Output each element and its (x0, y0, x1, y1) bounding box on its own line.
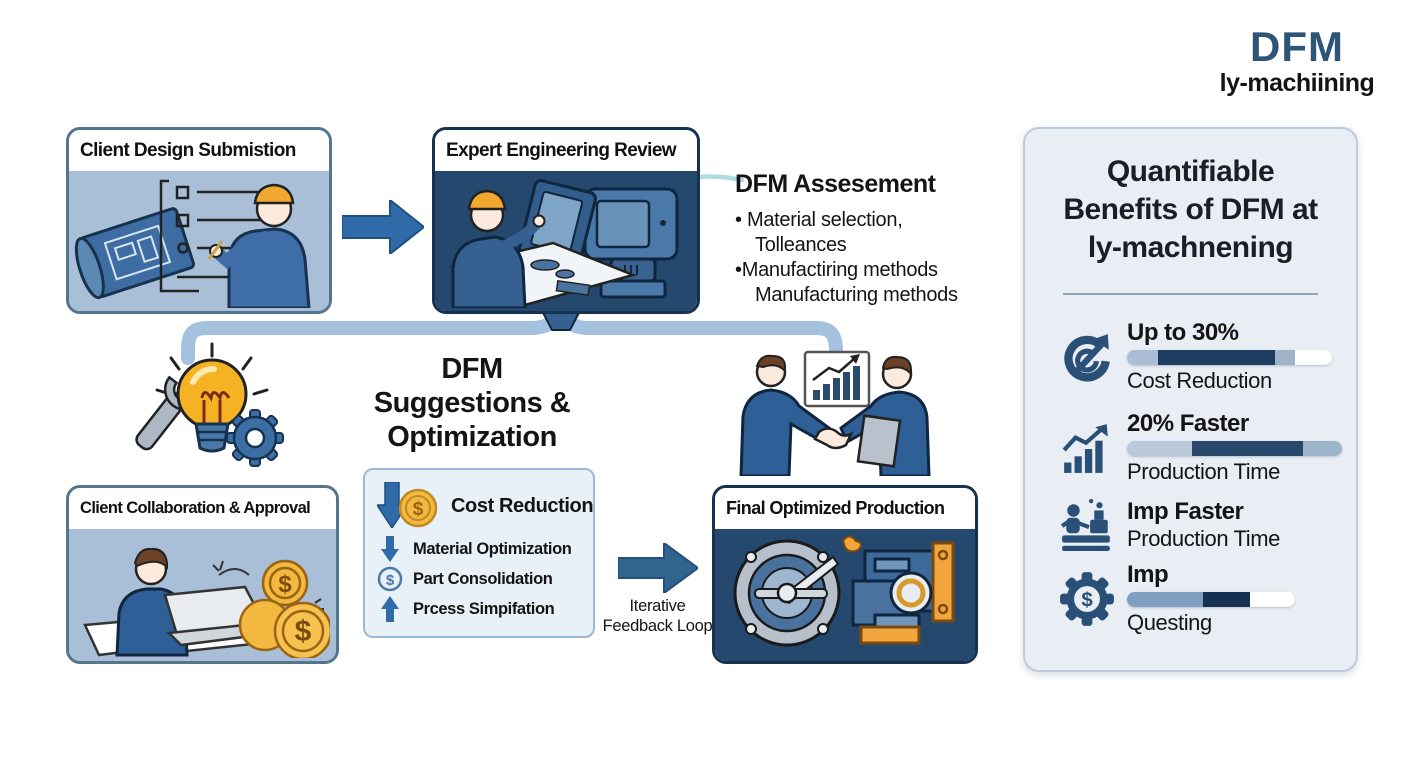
svg-text:$: $ (295, 615, 312, 648)
logo-title: DFM (1250, 23, 1344, 70)
engineering-review-illustration-icon (449, 179, 679, 310)
up-arrow-icon (377, 596, 403, 622)
svg-text:$: $ (1081, 588, 1093, 611)
suggestion-label: Part Consolidation (413, 569, 553, 588)
logo-subtitle: ly-machiining (1219, 69, 1375, 97)
gold-coin-icon: $ (398, 488, 438, 528)
cost-reduction-icon: $ (377, 480, 441, 532)
benefit-sublabel: Cost Reduction (1127, 368, 1272, 393)
box-illustration (69, 171, 329, 311)
worker-machine-icon (1059, 497, 1115, 553)
box-title: Expert Engineering Review (435, 130, 697, 171)
gear-dollar-icon: $ (1059, 571, 1115, 627)
box-final-optimized-production: Final Optimized Production (712, 485, 978, 664)
dollar-circle-icon: $ (377, 566, 403, 592)
box-expert-engineering-review: Expert Engineering Review (432, 127, 700, 314)
center-label: DFM Suggestions & Optimization (373, 353, 571, 453)
suggestion-label: Cost Reduction (451, 494, 594, 517)
svg-text:$: $ (386, 572, 395, 589)
handshake-agreement-illustration-icon (739, 350, 931, 476)
progress-bar (1127, 592, 1295, 607)
box-client-collaboration-approval: Client Collaboration & Approval (66, 485, 339, 664)
suggestion-row: $ Part Consolidation (377, 566, 583, 592)
box-title: Final Optimized Production (715, 488, 975, 529)
progress-bar (1127, 441, 1342, 456)
svg-text:$: $ (278, 571, 292, 598)
down-arrow-icon (377, 482, 407, 528)
benefits-title: Quantifiable Benefits of DFM at ly-machn… (1063, 155, 1318, 264)
benefits-panel: Quantifiable Benefits of DFM at ly-machn… (1023, 127, 1358, 672)
dfm-suggestions-box: $ Cost Reduction Material Optimization $… (363, 468, 595, 638)
box-client-design-submission: Client Design Submistion (66, 127, 332, 314)
benefit-headline: 20% Faster (1127, 410, 1249, 437)
benefit-row-imp-faster: Imp Faster Production Time (1059, 497, 1351, 553)
suggestion-row: Prcess Simpifation (377, 596, 583, 622)
pie-chart-arrow-icon (1059, 329, 1115, 385)
box-illustration: $ $ (69, 529, 336, 661)
benefit-sublabel: Production Time (1127, 526, 1280, 551)
brand-logo: DFM ly-machiining (1217, 26, 1377, 96)
suggestion-row: Material Optimization (377, 536, 583, 562)
benefit-row-production-time: 20% Faster Production Time (1059, 410, 1351, 485)
box-title: Client Collaboration & Approval (69, 488, 336, 529)
suggestion-label: Material Optimization (413, 539, 572, 558)
benefit-headline: Imp Faster (1127, 498, 1244, 525)
box-title: Client Design Submistion (69, 130, 329, 171)
box-illustration (715, 529, 975, 661)
down-arrow-icon (377, 536, 403, 562)
benefit-sublabel: Production Time (1127, 459, 1280, 484)
iterative-feedback-label: Iterative Feedback Loop (602, 597, 713, 635)
assessment-item-cont: Manufacturing methods (755, 284, 958, 306)
design-submission-illustration-icon (74, 179, 311, 310)
assessment-list: • Material selection, Tolleances •Manufa… (735, 208, 958, 308)
divider (1063, 293, 1318, 295)
collaboration-illustration-icon: $ $ (83, 547, 333, 661)
flow-arrow-right-icon (342, 200, 424, 254)
benefit-row-cost-reduction: Up to 30% Cost Reduction (1059, 319, 1351, 394)
bar-chart-trend-icon (1059, 420, 1115, 476)
assessment-item: •Manufactiring methods (735, 259, 938, 281)
assessment-item-cont: Tolleances (755, 234, 847, 256)
assessment-item: • Material selection, (735, 209, 903, 231)
progress-bar (1127, 350, 1332, 365)
suggestion-row: $ Cost Reduction (377, 480, 594, 532)
suggestion-label: Prcess Simpifation (413, 599, 555, 618)
production-machinery-illustration-icon (733, 535, 955, 647)
benefit-row-questing: $ Imp Questing (1059, 561, 1351, 636)
assessment-title: DFM Assesement (735, 170, 936, 198)
idea-lightbulb-wrench-gear-icon (135, 342, 284, 467)
box-illustration (435, 171, 697, 311)
feedback-arrow-right-icon (618, 543, 698, 593)
benefit-headline: Imp (1127, 561, 1169, 588)
benefit-headline: Up to 30% (1127, 319, 1239, 346)
svg-text:$: $ (413, 499, 424, 520)
benefit-sublabel: Questing (1127, 610, 1212, 635)
